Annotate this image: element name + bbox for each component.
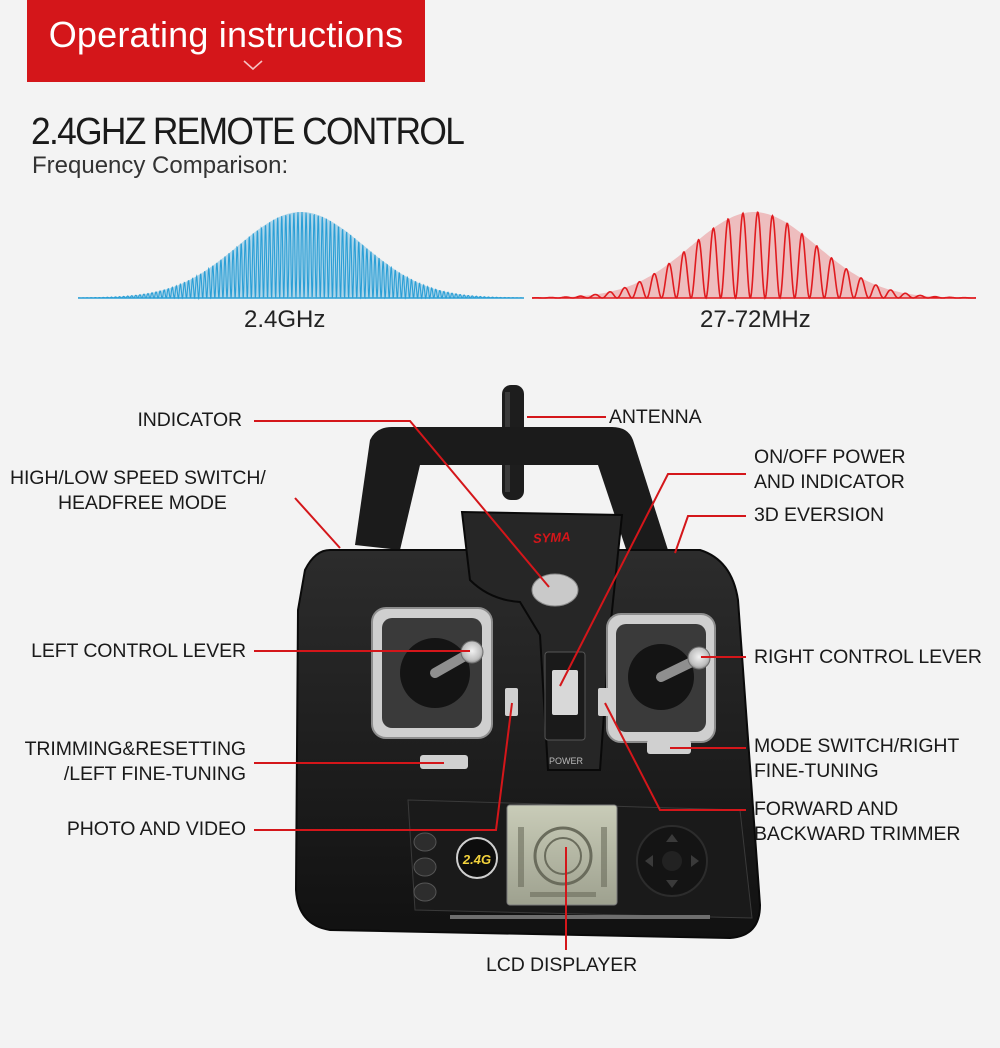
indicator-light bbox=[531, 573, 579, 607]
band-badge: 2.4G bbox=[456, 837, 498, 879]
banner: Operating instructions bbox=[27, 0, 425, 82]
right-horizontal-trim[interactable] bbox=[647, 740, 691, 754]
remote-controller: SYMA POWER bbox=[254, 385, 762, 950]
leader-power bbox=[559, 473, 746, 687]
left-vertical-trim[interactable] bbox=[505, 688, 518, 716]
leader-speed-switch bbox=[294, 497, 341, 549]
label-2-4ghz: 2.4GHz bbox=[244, 306, 326, 333]
leader-photo bbox=[254, 702, 513, 831]
banner-title: Operating instructions bbox=[48, 14, 404, 55]
leader-indicator bbox=[254, 420, 550, 588]
label-lcd: LCD DISPLAYER bbox=[486, 954, 638, 976]
lcd-display bbox=[506, 804, 618, 906]
label-mode-switch: MODE SWITCH/RIGHT FINE-TUNING bbox=[754, 735, 960, 782]
label-trimming: TRIMMING&RESETTING /LEFT FINE-TUNING bbox=[24, 738, 246, 785]
side-buttons[interactable] bbox=[413, 832, 437, 902]
right-control-stick[interactable] bbox=[656, 646, 711, 682]
power-label: POWER bbox=[549, 756, 584, 766]
label-left-lever: LEFT CONTROL LEVER bbox=[31, 640, 246, 662]
wave-27-72mhz bbox=[532, 211, 976, 300]
leader-lines bbox=[254, 416, 746, 950]
label-speed-switch: HIGH/LOW SPEED SWITCH/ HEADFREE MODE bbox=[10, 467, 266, 514]
page-title: 2.4GHZ REMOTE CONTROL bbox=[31, 111, 465, 153]
brand-logo: SYMA bbox=[533, 529, 571, 546]
label-indicator: INDICATOR bbox=[137, 409, 242, 431]
bottom-stripe bbox=[450, 915, 710, 919]
svg-text:2.4G: 2.4G bbox=[462, 852, 491, 867]
left-control-stick[interactable] bbox=[430, 640, 484, 678]
direction-pad[interactable] bbox=[636, 825, 708, 897]
label-antenna: ANTENNA bbox=[609, 406, 702, 428]
label-power: ON/OFF POWER AND INDICATOR bbox=[754, 446, 906, 493]
label-27-72mhz: 27-72MHz bbox=[700, 306, 811, 333]
chevron-down-icon bbox=[243, 60, 263, 71]
page-subtitle: Frequency Comparison: bbox=[32, 152, 289, 179]
label-eversion: 3D EVERSION bbox=[754, 504, 885, 526]
carry-handle bbox=[355, 427, 668, 555]
label-photo: PHOTO AND VIDEO bbox=[66, 818, 246, 840]
wave-2-4ghz bbox=[78, 211, 524, 301]
leader-eversion bbox=[674, 515, 746, 554]
power-switch[interactable] bbox=[544, 651, 586, 741]
leader-trimmer bbox=[604, 702, 746, 811]
label-trimmer: FORWARD AND BACKWARD TRIMMER bbox=[754, 798, 961, 845]
label-right-lever: RIGHT CONTROL LEVER bbox=[754, 646, 982, 668]
